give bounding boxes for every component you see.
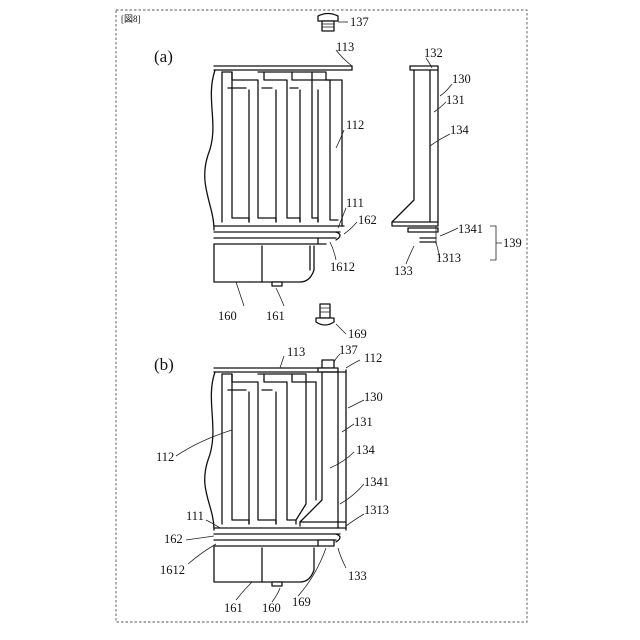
num-131-b: 131	[354, 415, 373, 429]
base-rail-111-b	[214, 528, 346, 546]
plates-112-b	[222, 374, 316, 524]
figure-a: (a)	[154, 14, 522, 324]
num-139-a: 139	[503, 236, 522, 250]
side-cover-130-a	[392, 66, 438, 244]
num-113-a: 113	[336, 40, 354, 54]
num-134-a: 134	[450, 123, 470, 137]
num-161-a: 161	[266, 309, 285, 323]
num-160-a: 160	[218, 309, 237, 323]
num-161-b: 161	[224, 601, 243, 615]
figure-b: (b)	[154, 343, 389, 615]
num-162-b: 162	[164, 532, 183, 546]
plates-112-a	[222, 72, 342, 226]
num-132-a: 132	[424, 46, 443, 60]
num-137-a: 137	[350, 15, 369, 29]
sheet-tag: [図8]	[121, 14, 141, 24]
num-113-b: 113	[287, 345, 305, 359]
screw-137-a	[318, 14, 338, 32]
num-162-a: 162	[358, 213, 377, 227]
num-130-b: 130	[364, 390, 383, 404]
num-169-b: 169	[292, 595, 311, 609]
num-1612-b: 1612	[160, 563, 185, 577]
num-169-a: 169	[348, 327, 367, 341]
num-112-a: 112	[346, 118, 364, 132]
num-111-b: 111	[186, 509, 204, 523]
num-111-a: 111	[346, 196, 364, 210]
num-1313-a: 1313	[436, 251, 461, 265]
num-137-b: 137	[339, 343, 358, 357]
figure-b-label: (b)	[154, 355, 174, 374]
break-line-b	[205, 372, 215, 530]
screw-137-b	[318, 360, 338, 372]
num-1341-a: 1341	[458, 222, 483, 236]
num-112-top-b: 112	[364, 351, 382, 365]
num-131-a: 131	[446, 93, 465, 107]
side-cover-130-b	[300, 370, 346, 530]
num-160-b: 160	[262, 601, 281, 615]
num-1612-a: 1612	[330, 260, 355, 274]
screw-169: 169	[316, 304, 367, 341]
base-body-160-a	[214, 244, 318, 286]
num-134-b: 134	[356, 443, 376, 457]
num-112-b: 112	[156, 450, 174, 464]
num-130-a: 130	[452, 72, 471, 86]
break-line-a	[205, 70, 215, 230]
base-rail-111-a	[214, 226, 344, 244]
lid-plate-113-a	[214, 66, 352, 70]
base-body-160-b	[214, 546, 318, 586]
num-133-b: 133	[348, 569, 367, 583]
num-133-a: 133	[394, 264, 413, 278]
num-1341-b: 1341	[364, 475, 389, 489]
figure-a-label: (a)	[154, 47, 173, 66]
num-1313-b: 1313	[364, 503, 389, 517]
bracket-139-a	[490, 226, 502, 260]
